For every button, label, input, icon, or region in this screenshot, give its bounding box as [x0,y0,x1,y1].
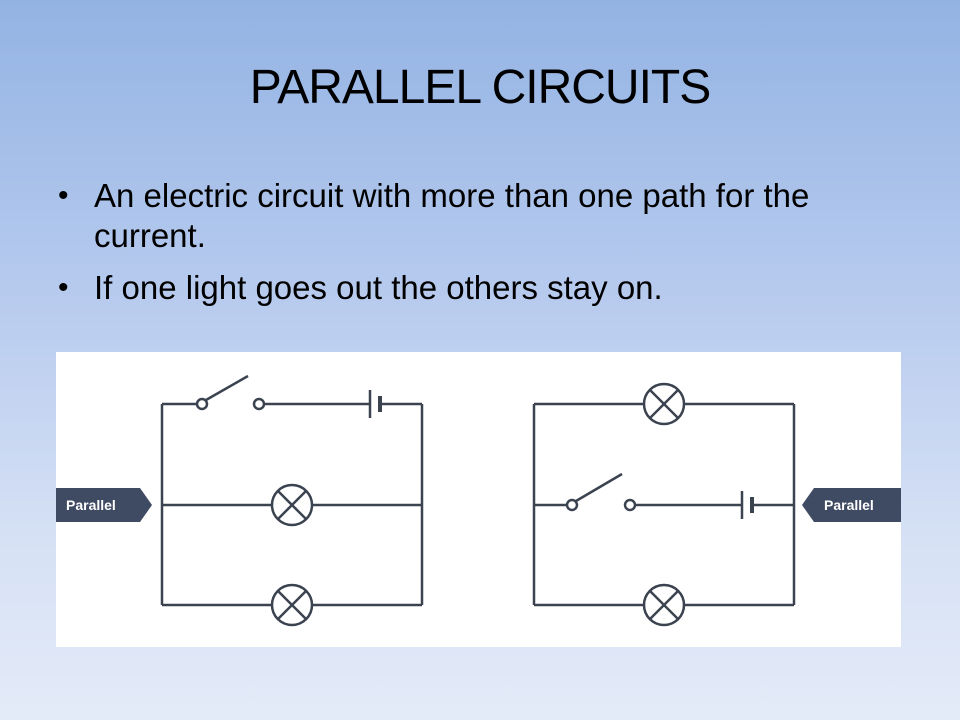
bulb-icon [642,583,686,627]
bulb-icon [270,583,314,627]
switch-icon [205,374,249,402]
bullet-icon: • [58,179,69,212]
bullet-icon: • [58,271,69,304]
bullet-item: • If one light goes out the others stay … [58,268,918,308]
slide-title: PARALLEL CIRCUITS [249,61,711,114]
circuit-diagram: Parallel [56,352,901,647]
switch-terminal [565,498,579,512]
right-parallel-tag: Parallel [802,488,901,522]
bulb-icon [642,382,686,426]
right-circuit [532,382,796,627]
circuit-diagram-svg: Parallel [56,374,901,627]
bulb-icon [270,483,314,527]
tag-arrow-shape [802,488,901,522]
left-parallel-label: Parallel [66,497,116,513]
switch-icon [575,472,623,503]
bullet-text: If one light goes out the others stay on… [94,269,663,306]
switch-terminal [195,397,209,411]
bullet-text: An electric circuit with more than one p… [94,177,810,254]
switch-terminal [252,397,266,411]
bullet-list: • An electric circuit with more than one… [58,176,918,320]
bullet-item: • An electric circuit with more than one… [58,176,918,256]
switch-terminal [623,498,637,512]
left-circuit [160,374,424,627]
tag-arrow-shape [56,488,152,522]
left-parallel-tag: Parallel [56,488,152,522]
right-parallel-label: Parallel [824,497,874,513]
